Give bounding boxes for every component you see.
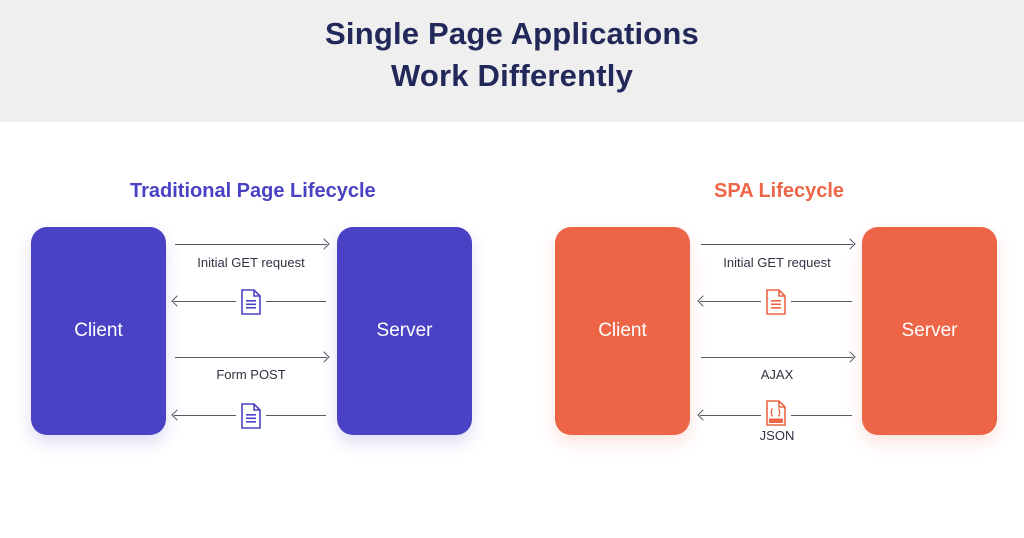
traditional-page-response-2-icon-wrap: [236, 401, 266, 431]
traditional-form-post-label: Form POST: [216, 367, 286, 382]
document-icon: [241, 289, 261, 315]
page-title-line-1: Single Page Applications: [325, 16, 699, 51]
traditional-server-box: Server: [337, 227, 472, 435]
spa-ajax-arrow: [701, 351, 856, 363]
spa-ajax-label: AJAX: [760, 367, 794, 382]
json-file-icon: [766, 400, 786, 426]
spa-lifecycle-title: SPA Lifecycle: [714, 180, 845, 202]
spa-json-icon-wrap: [761, 398, 791, 428]
traditional-server-label: Server: [376, 320, 433, 341]
spa-server-box: Server: [862, 227, 997, 435]
spa-get-request-arrow: [701, 238, 856, 250]
spa-client-label: Client: [598, 320, 647, 341]
spa-page-response-icon-wrap: [761, 287, 791, 317]
traditional-form-post-arrow: [175, 351, 330, 363]
traditional-page-response-icon-wrap: [236, 287, 266, 317]
spa-server-label: Server: [901, 320, 958, 341]
header-banner: Single Page Applications Work Differentl…: [0, 0, 1024, 122]
traditional-get-request-label: Initial GET request: [197, 255, 305, 270]
traditional-get-request-arrow: [175, 238, 330, 250]
spa-json-label: JSON: [759, 428, 795, 443]
document-icon: [241, 403, 261, 429]
traditional-lifecycle-title: Traditional Page Lifecycle: [130, 180, 376, 202]
page-title-line-2: Work Differently: [390, 58, 634, 93]
spa-get-request-label: Initial GET request: [723, 255, 831, 270]
document-icon: [766, 289, 786, 315]
traditional-client-label: Client: [74, 320, 123, 341]
traditional-client-box: Client: [31, 227, 166, 435]
spa-client-box: Client: [555, 227, 690, 435]
